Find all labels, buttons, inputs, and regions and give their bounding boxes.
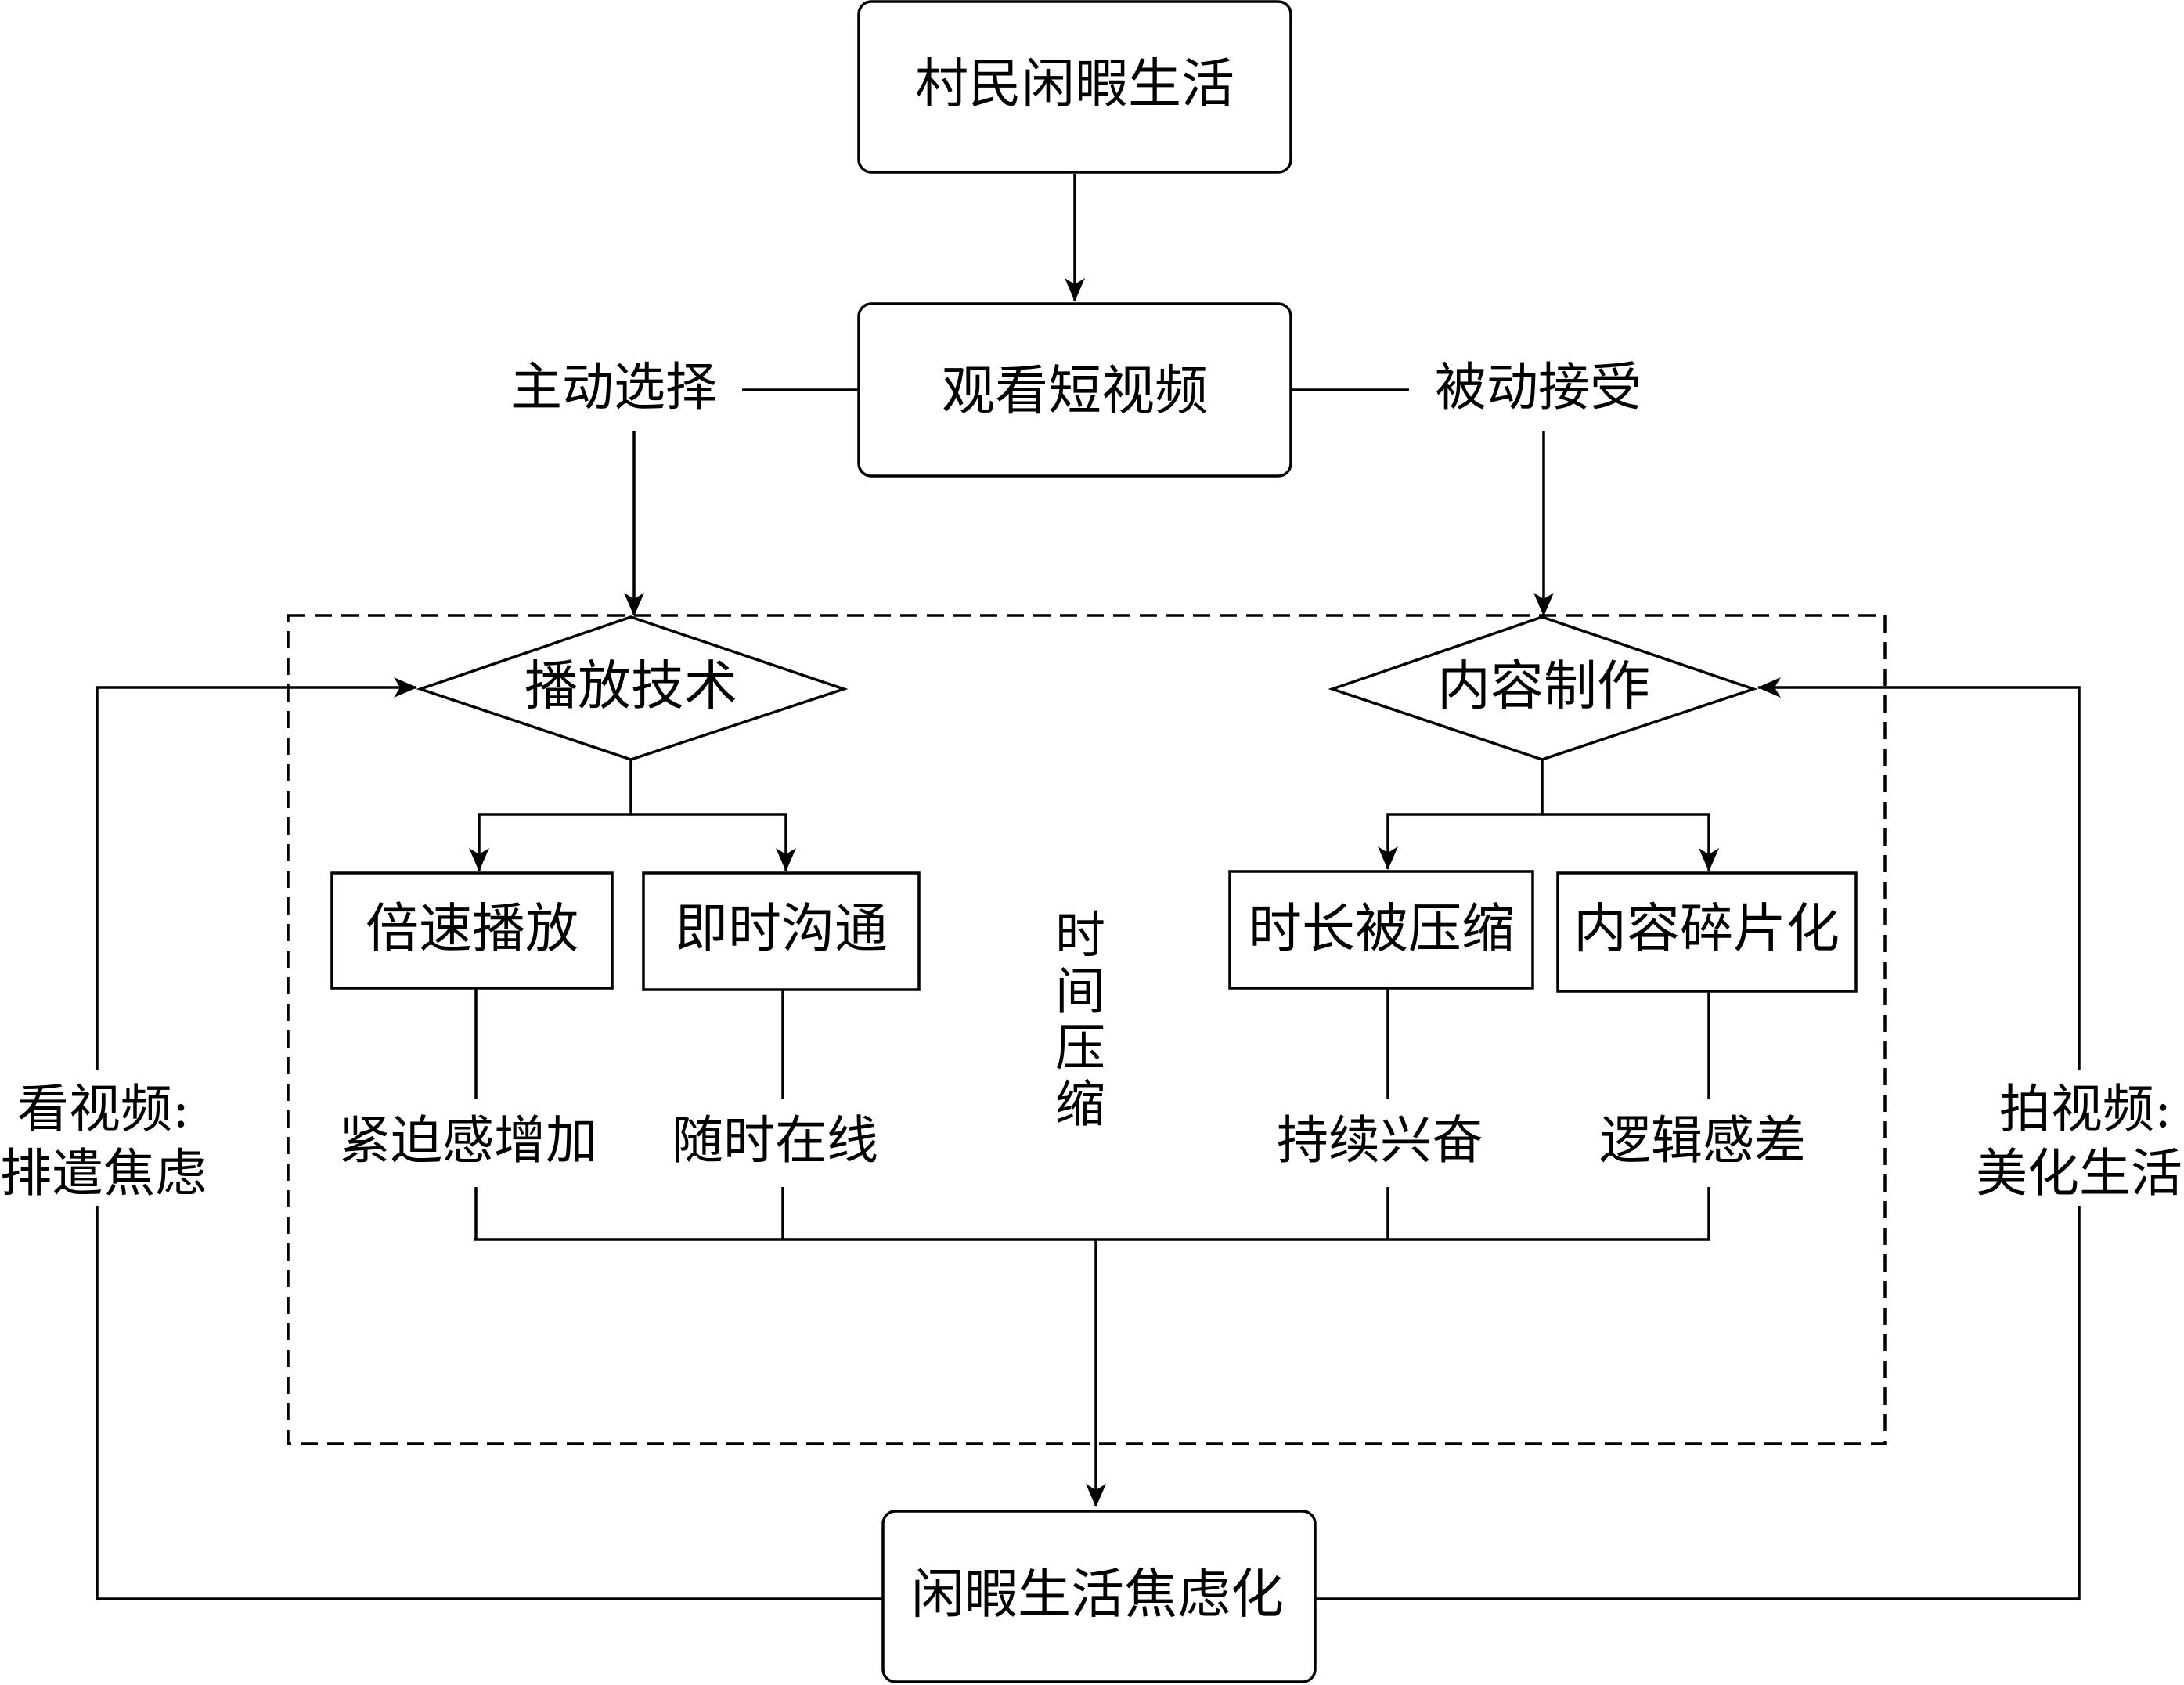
label-shoot-video-line1: 拍视频: xyxy=(1999,1079,2171,1139)
node-content-fragmented: 内容碎片化 xyxy=(1556,871,1858,993)
time-compression-region xyxy=(287,614,1887,1445)
node-instant-communication: 即时沟通 xyxy=(642,871,921,991)
label-time-compression-char: 压 xyxy=(1055,1020,1105,1078)
node-content-fragmented-label: 内容碎片化 xyxy=(1573,899,1840,961)
node-leisure-anxiety-label: 闲暇生活焦虑化 xyxy=(911,1564,1284,1626)
label-always-online: 随时在线 xyxy=(672,1110,878,1171)
arrow-content-to-duration xyxy=(1378,760,1544,870)
node-watch-short-video-label: 观看短视频 xyxy=(942,361,1208,423)
label-poor-logic: 逻辑感差 xyxy=(1599,1110,1806,1171)
label-watch-video-line1: 看视频: xyxy=(17,1079,189,1139)
label-watch-video: 看视频: 排遣焦虑 xyxy=(0,1079,207,1203)
arrow-content-to-fragment xyxy=(1542,813,1719,871)
node-leisure-life: 村民闲暇生活 xyxy=(857,0,1292,174)
node-speed-playback: 倍速播放 xyxy=(330,871,614,990)
node-duration-compressed: 时长被压缩 xyxy=(1228,870,1534,990)
node-instant-communication-label: 即时沟通 xyxy=(675,899,888,961)
node-duration-compressed-label: 时长被压缩 xyxy=(1249,899,1515,961)
node-playback-tech: 播放技术 xyxy=(416,615,849,761)
arrow-playback-to-speed xyxy=(469,760,632,871)
label-watch-video-line2: 排遣焦虑 xyxy=(0,1143,207,1203)
loop-left-upper xyxy=(96,677,417,1070)
node-watch-short-video: 观看短视频 xyxy=(857,302,1292,478)
node-speed-playback-label: 倍速播放 xyxy=(366,899,578,961)
label-sustained-excitement: 持续兴奋 xyxy=(1277,1110,1483,1171)
arrow-playback-to-instant xyxy=(631,813,796,871)
node-content-production: 内容制作 xyxy=(1328,615,1758,761)
label-time-compression-char: 时 xyxy=(1055,907,1105,965)
loop-left-lower xyxy=(96,1206,883,1600)
label-shoot-video-line2: 美化生活 xyxy=(1976,1143,2182,1203)
label-time-compression-char: 间 xyxy=(1055,964,1105,1022)
node-leisure-anxiety: 闲暇生活焦虑化 xyxy=(881,1510,1317,1683)
node-leisure-life-label: 村民闲暇生活 xyxy=(915,54,1234,116)
label-time-compression-char: 缩 xyxy=(1055,1077,1105,1135)
loop-right-lower xyxy=(1315,1206,2081,1600)
label-active-choice: 主动选择 xyxy=(510,357,717,417)
label-time-compression: 时 间 压 缩 xyxy=(1055,907,1105,1135)
label-shoot-video: 拍视频: 美化生活 xyxy=(1976,1079,2182,1203)
node-playback-tech-label: 播放技术 xyxy=(524,656,737,718)
loop-right-upper xyxy=(1757,677,2081,1070)
label-passive-acceptance: 被动接受 xyxy=(1435,357,1642,417)
label-urgency-increase: 紧迫感增加 xyxy=(339,1110,597,1171)
node-content-production-label: 内容制作 xyxy=(1437,656,1650,718)
